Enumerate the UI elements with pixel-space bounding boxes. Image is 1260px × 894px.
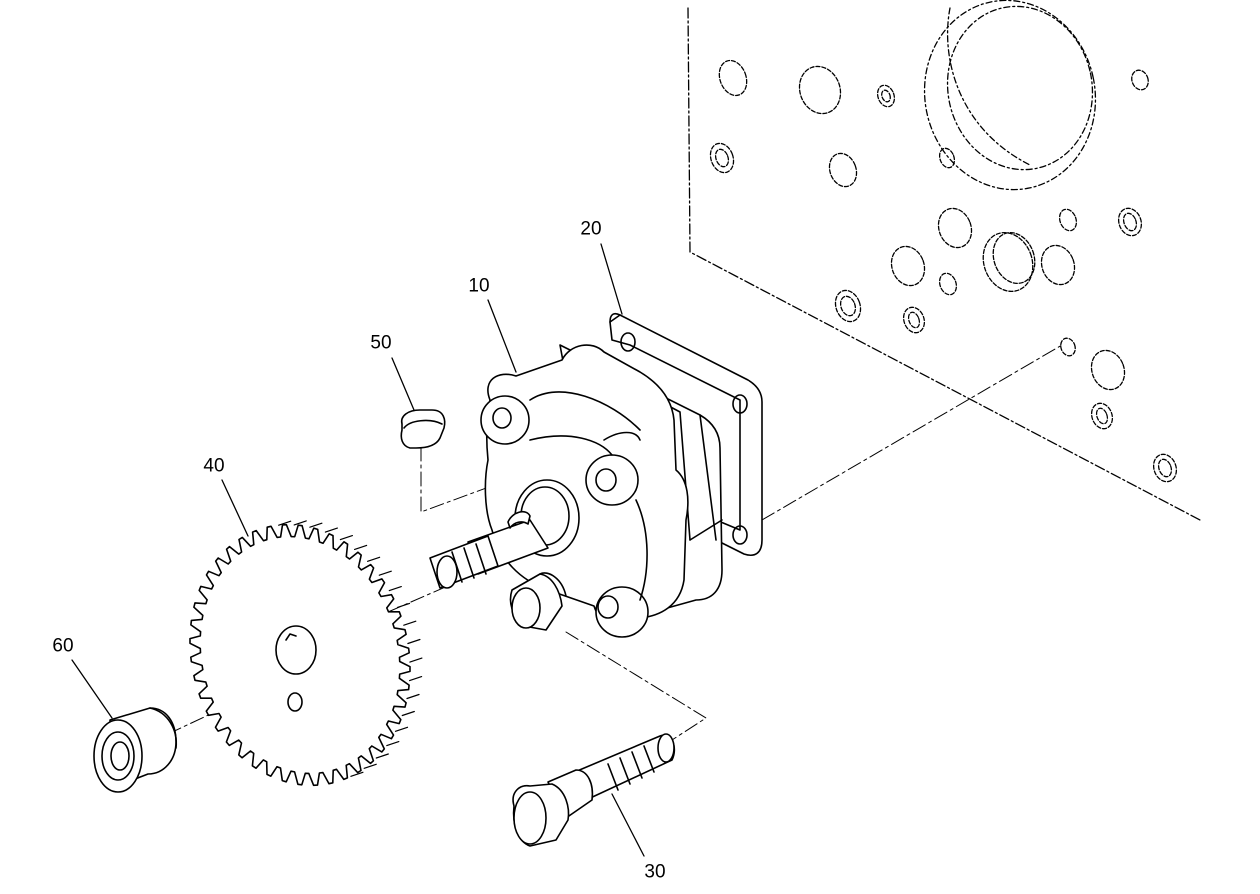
engine-plate-phantom [687, 0, 1201, 521]
callout-20: 20 [580, 218, 602, 240]
spur-gear-40 [189, 520, 423, 787]
bolt-30 [512, 733, 676, 847]
flange-nut-60 [93, 707, 177, 793]
oil-pump-body-10 [429, 344, 723, 638]
callout-10: 10 [468, 275, 490, 297]
callout-60: 60 [52, 635, 74, 657]
callout-30: 30 [644, 861, 666, 883]
callout-50: 50 [370, 332, 392, 354]
leader-lines [71, 243, 645, 857]
woodruff-key-50 [400, 409, 446, 449]
gasket-20 [609, 312, 763, 556]
callout-40: 40 [203, 455, 225, 477]
